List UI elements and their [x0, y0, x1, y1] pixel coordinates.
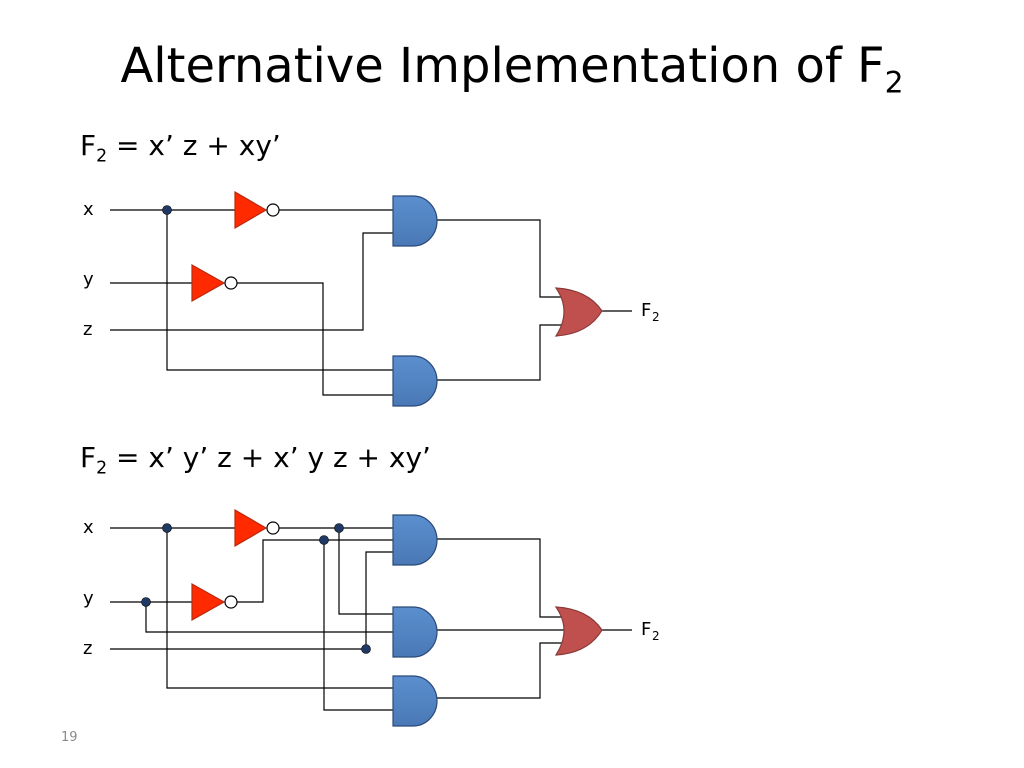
wire-xnot-branch	[338, 528, 393, 615]
slide-title: Alternative Implementation of F2	[0, 34, 1024, 116]
and-gate	[392, 514, 438, 566]
wire-and3-out	[437, 642, 566, 699]
wire-x-branch	[166, 528, 393, 689]
junction-dot	[319, 535, 329, 545]
wire-z	[110, 232, 393, 331]
circuit-2-output-subscript: 2	[652, 629, 660, 643]
and-gate	[392, 606, 438, 658]
circuit-1-wires	[110, 209, 632, 396]
wire-z	[110, 551, 393, 650]
junction-dot	[141, 597, 151, 607]
circuit-1: x y z	[83, 190, 660, 407]
or-gate	[554, 606, 603, 656]
circuit-2-output-label: F	[641, 619, 651, 640]
equation-1-rhs: = x’ z + xy’	[107, 129, 281, 162]
circuit-1-output-subscript: 2	[652, 310, 660, 324]
wire-x-branch	[166, 210, 393, 371]
title-text: Alternative Implementation of F	[120, 38, 885, 94]
equation-1: F2 = x’ z + xy’	[80, 128, 281, 175]
not-gate	[234, 190, 280, 230]
wire-ynot-out	[237, 539, 393, 603]
equation-2-subscript: 2	[96, 458, 108, 479]
junction-dot	[334, 523, 344, 533]
or-gate	[554, 287, 603, 337]
not-gate	[234, 508, 280, 548]
junction-dot	[361, 644, 371, 654]
wire-y-branch	[145, 602, 393, 633]
junction-dot	[162, 523, 172, 533]
wire-ynot-branch	[323, 540, 393, 711]
not-gate	[191, 263, 238, 303]
and-gate	[392, 195, 438, 247]
circuit-1-input-x-label: x	[83, 199, 94, 220]
not-gate	[191, 582, 238, 622]
circuit-2: x y z	[83, 508, 660, 727]
circuit-2-wires	[110, 527, 632, 711]
circuit-1-input-z-label: z	[83, 319, 92, 340]
circuit-2-input-y-label: y	[83, 588, 94, 609]
wire-and1-out	[437, 219, 566, 298]
page-number: 19	[61, 730, 78, 745]
junction-dot	[162, 205, 172, 215]
circuit-2-input-x-label: x	[83, 517, 94, 538]
wire-and2-out	[437, 324, 566, 381]
and-gate	[392, 675, 438, 727]
wire-and1-out	[437, 538, 566, 618]
title-subscript: 2	[884, 65, 904, 101]
equation-2-rhs: = x’ y’ z + x’ y z + xy’	[107, 441, 431, 474]
wire-ynot-out	[237, 282, 393, 396]
equation-1-subscript: 2	[96, 146, 108, 167]
equation-2-lhs: F	[80, 441, 97, 474]
equation-2: F2 = x’ y’ z + x’ y z + xy’	[80, 440, 431, 487]
circuit-1-input-y-label: y	[83, 269, 94, 290]
equation-1-lhs: F	[80, 129, 97, 162]
circuit-1-output-label: F	[641, 300, 651, 321]
and-gate	[392, 355, 438, 407]
circuit-2-input-z-label: z	[83, 638, 92, 659]
